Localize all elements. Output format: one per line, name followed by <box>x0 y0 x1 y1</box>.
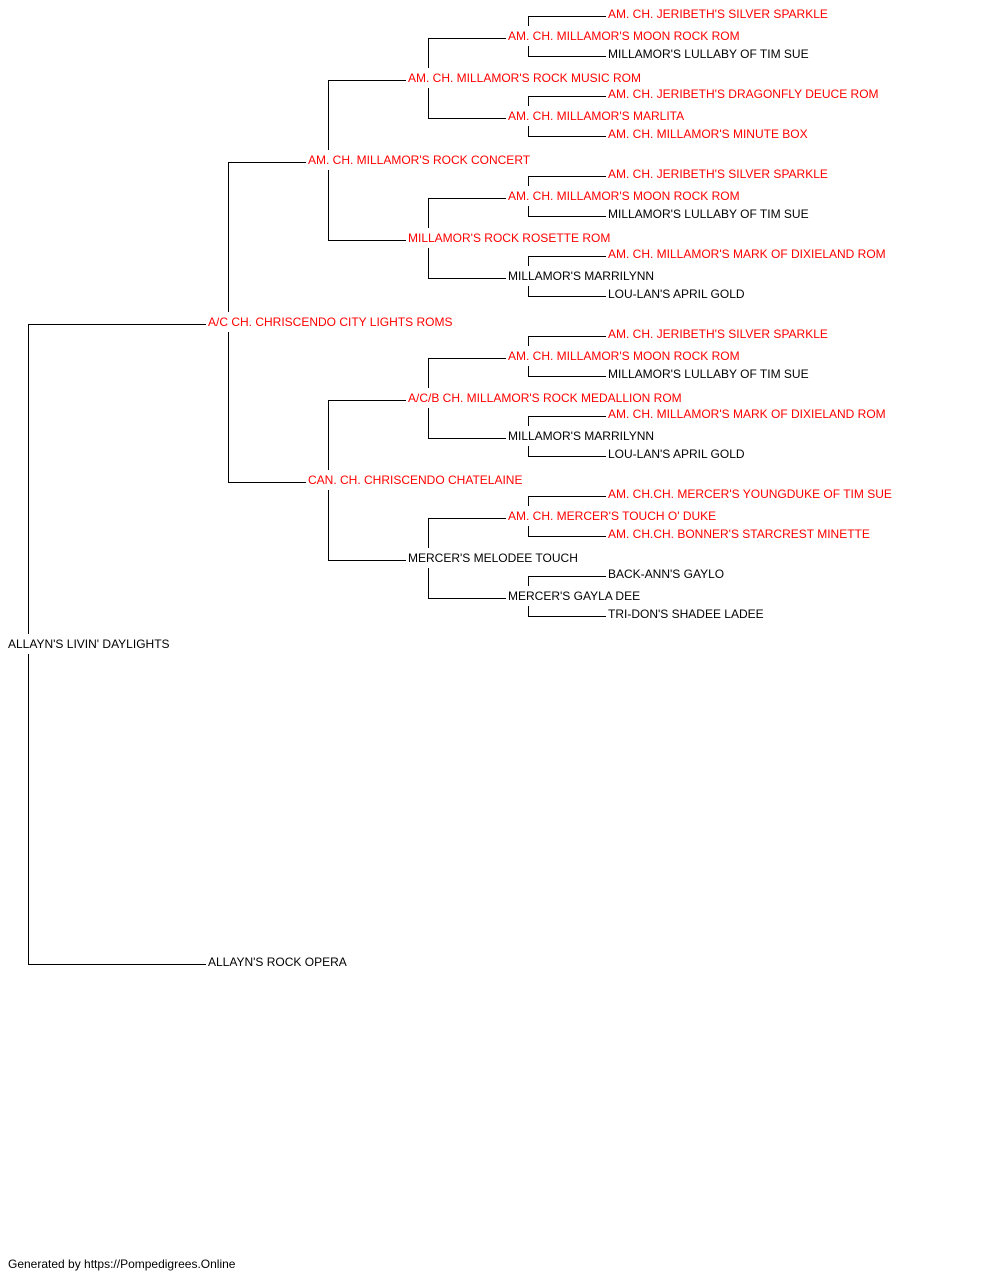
connector-line <box>528 526 529 537</box>
dam-name: CAN. CH. CHRISCENDO CHATELAINE <box>308 473 523 487</box>
connector-line <box>528 176 606 177</box>
connector-line <box>328 400 406 401</box>
connector-line <box>428 438 506 439</box>
sire-name: AM. CH. MERCER'S TOUCH O' DUKE <box>508 509 717 523</box>
connector-line <box>428 568 429 599</box>
connector-line <box>528 536 606 537</box>
footer-credit: Generated by https://Pompedigrees.Online <box>8 1257 236 1271</box>
connector-line <box>428 198 429 228</box>
connector-line <box>528 16 606 17</box>
connector-line <box>528 96 606 97</box>
dam-name: MILLAMOR'S MARRILYNN <box>508 429 655 443</box>
dam-name: AM. CH. MILLAMOR'S MINUTE BOX <box>608 127 808 141</box>
connector-line <box>328 400 329 470</box>
connector-line <box>428 518 429 548</box>
sire-name: AM. CH. MILLAMOR'S MOON ROCK ROM <box>508 349 740 363</box>
sire-name: AM. CH. JERIBETH'S SILVER SPARKLE <box>608 167 828 181</box>
connector-line <box>328 80 406 81</box>
connector-line <box>428 38 429 68</box>
connector-line <box>528 416 606 417</box>
connector-line <box>528 616 606 617</box>
connector-line <box>428 198 506 199</box>
connector-line <box>28 324 206 325</box>
connector-line <box>528 446 529 457</box>
connector-line <box>428 598 506 599</box>
connector-line <box>328 240 406 241</box>
connector-line <box>428 278 506 279</box>
connector-line <box>528 206 529 217</box>
connector-line <box>528 416 529 426</box>
connector-line <box>528 336 606 337</box>
connector-line <box>28 654 29 965</box>
sire-name: AM. CH. MILLAMOR'S ROCK CONCERT <box>308 153 531 167</box>
connector-line <box>528 576 606 577</box>
connector-line <box>428 358 506 359</box>
sire-name: BACK-ANN'S GAYLO <box>608 567 725 581</box>
connector-line <box>528 496 606 497</box>
sire-name: A/C/B CH. MILLAMOR'S ROCK MEDALLION ROM <box>408 391 682 405</box>
sire-name: AM. CH. MILLAMOR'S MARK OF DIXIELAND ROM <box>608 407 886 421</box>
connector-line <box>428 248 429 279</box>
connector-line <box>428 358 429 388</box>
dam-name: MILLAMOR'S LULLABY OF TIM SUE <box>608 207 809 221</box>
dam-name: LOU-LAN'S APRIL GOLD <box>608 287 745 301</box>
connector-line <box>228 162 229 312</box>
connector-line <box>528 336 529 346</box>
dam-name: MILLAMOR'S MARRILYNN <box>508 269 655 283</box>
dam-name: TRI-DON'S SHADEE LADEE <box>608 607 764 621</box>
connector-line <box>228 162 306 163</box>
connector-line <box>428 118 506 119</box>
connector-line <box>528 56 606 57</box>
connector-line <box>528 16 529 26</box>
connector-line <box>528 256 529 266</box>
sire-name: AM. CH. MILLAMOR'S ROCK MUSIC ROM <box>408 71 641 85</box>
sire-name: AM. CH. MILLAMOR'S MARK OF DIXIELAND ROM <box>608 247 886 261</box>
dam-name: MILLAMOR'S LULLABY OF TIM SUE <box>608 47 809 61</box>
sire-name: AM. CH. MILLAMOR'S MOON ROCK ROM <box>508 189 740 203</box>
sire-name: AM. CH. JERIBETH'S SILVER SPARKLE <box>608 327 828 341</box>
dam-name: MILLAMOR'S ROCK ROSETTE ROM <box>408 231 611 245</box>
sire-name: AM. CH. JERIBETH'S DRAGONFLY DEUCE ROM <box>608 87 879 101</box>
connector-line <box>328 80 329 150</box>
sire-name: AM. CH. MILLAMOR'S MOON ROCK ROM <box>508 29 740 43</box>
connector-line <box>28 964 206 965</box>
connector-line <box>528 286 529 297</box>
connector-line <box>528 46 529 57</box>
sire-name: A/C CH. CHRISCENDO CITY LIGHTS ROMS <box>208 315 453 329</box>
connector-line <box>428 518 506 519</box>
dam-name: ALLAYN'S ROCK OPERA <box>208 955 347 969</box>
connector-line <box>428 408 429 439</box>
connector-line <box>428 88 429 119</box>
connector-line <box>528 576 529 586</box>
dam-name: AM. CH.CH. BONNER'S STARCREST MINETTE <box>608 527 870 541</box>
sire-name: AM. CH.CH. MERCER'S YOUNGDUKE OF TIM SUE <box>608 487 892 501</box>
connector-line <box>528 456 606 457</box>
connector-line <box>328 170 329 241</box>
connector-line <box>228 482 306 483</box>
connector-line <box>528 176 529 186</box>
connector-line <box>528 96 529 106</box>
connector-line <box>28 324 29 634</box>
connector-line <box>528 366 529 377</box>
connector-line <box>428 38 506 39</box>
connector-line <box>528 296 606 297</box>
connector-line <box>528 136 606 137</box>
dam-name: LOU-LAN'S APRIL GOLD <box>608 447 745 461</box>
connector-line <box>328 560 406 561</box>
connector-line <box>528 606 529 617</box>
dam-name: AM. CH. MILLAMOR'S MARLITA <box>508 109 685 123</box>
connector-line <box>528 126 529 137</box>
connector-line <box>528 256 606 257</box>
connector-line <box>228 332 229 483</box>
subject-dog-name: ALLAYN'S LIVIN' DAYLIGHTS <box>8 637 170 651</box>
dam-name: MERCER'S MELODEE TOUCH <box>408 551 578 565</box>
connector-line <box>528 376 606 377</box>
dam-name: MILLAMOR'S LULLABY OF TIM SUE <box>608 367 809 381</box>
dam-name: MERCER'S GAYLA DEE <box>508 589 641 603</box>
sire-name: AM. CH. JERIBETH'S SILVER SPARKLE <box>608 7 828 21</box>
connector-line <box>528 216 606 217</box>
connector-line <box>328 490 329 561</box>
connector-line <box>528 496 529 506</box>
